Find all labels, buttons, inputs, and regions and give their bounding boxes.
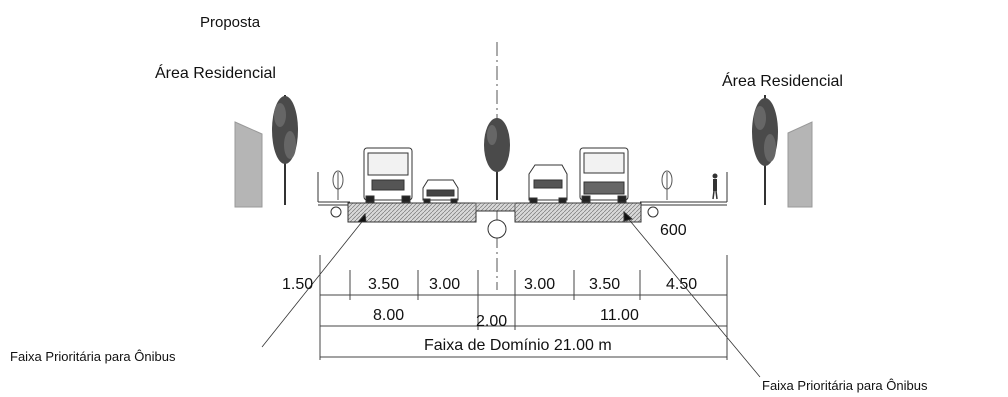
tree-right [752,95,778,205]
width-mid-1: 8.00 [373,307,405,324]
drain-right [647,206,659,218]
building-right [787,121,813,208]
median-block [475,202,516,212]
pointer-left [261,212,367,348]
pedestrian-figure [712,173,718,200]
label-area-right: Área Residencial [722,73,843,90]
width-top-3: 3.00 [429,276,461,293]
bus-right [579,147,629,203]
width-top-4: 3.00 [524,276,556,293]
bus-left [363,147,413,203]
drain-left [330,206,342,218]
pavement-left [347,202,477,223]
shrub-left [332,170,344,200]
shrub-right [661,170,673,200]
building-left [234,121,263,208]
bus-lane-label-left: Faixa Prioritária para Ônibus [10,349,176,364]
tree-left [272,95,298,205]
label-area-left: Área Residencial [155,65,276,82]
width-top-6: 4.50 [666,276,698,293]
label-elevation: 600 [660,222,687,239]
total-width-label: Faixa de Domínio 21.00 m [424,337,612,354]
width-top-2: 3.50 [368,276,400,293]
pointer-right [623,210,761,378]
width-mid-3: 11.00 [600,307,639,324]
width-top-1: 1.50 [282,276,314,293]
dimension-lines [319,255,728,360]
tree-median [484,118,510,200]
width-mid-2: 2.00 [476,313,508,330]
car-left [422,179,459,204]
car-right [528,164,568,204]
pavement-right [514,202,642,223]
drain-median [487,219,507,239]
width-top-5: 3.50 [589,276,621,293]
sidewalk-left [317,172,350,206]
bus-lane-label-right: Faixa Prioritária para Ônibus [762,378,928,393]
sidewalk-right [640,172,728,206]
drawing-title: Proposta [200,14,261,31]
